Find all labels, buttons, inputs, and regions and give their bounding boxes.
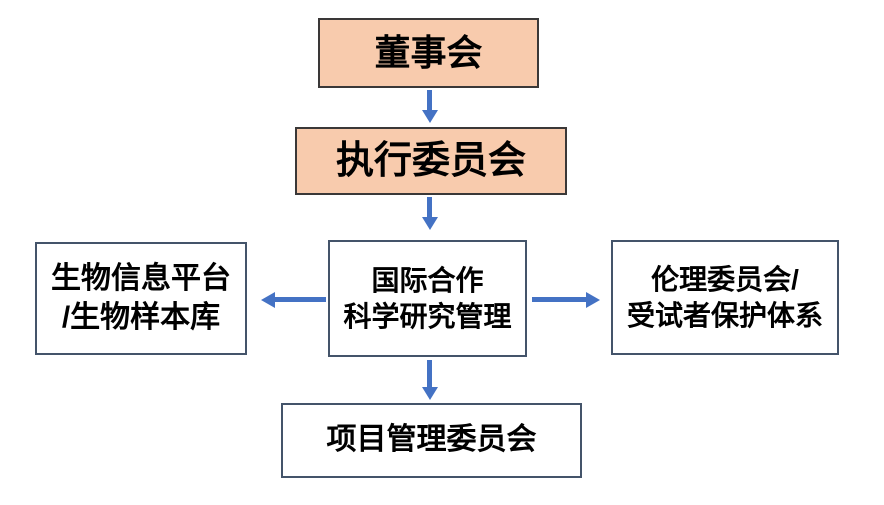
arrow-center-to-right-icon — [532, 291, 600, 308]
arrow-shaft — [427, 90, 432, 112]
arrow-shaft — [532, 297, 588, 302]
arrow-exec-to-center-icon — [421, 197, 438, 230]
arrow-head-right-icon — [586, 291, 600, 308]
node-center-label-line2: 科学研究管理 — [343, 300, 512, 332]
node-exec-label: 执行委员会 — [335, 139, 526, 182]
node-bottom-label: 项目管理委员会 — [326, 423, 537, 457]
node-project-management-committee: 项目管理委员会 — [281, 403, 582, 478]
arrow-head-down-icon — [421, 387, 438, 400]
arrow-head-down-icon — [421, 110, 438, 123]
node-left-label-line2: /生物样本库 — [61, 300, 221, 334]
node-bioinformatics-platform: 生物信息平台 /生物样本库 — [35, 242, 247, 355]
arrow-head-down-icon — [421, 217, 438, 230]
arrow-center-to-left-icon — [261, 291, 326, 308]
arrow-shaft — [427, 360, 432, 388]
arrow-board-to-exec-icon — [421, 90, 438, 123]
node-board-label: 董事会 — [374, 31, 483, 73]
arrow-shaft — [273, 297, 326, 302]
node-international-cooperation-research-management: 国际合作 科学研究管理 — [328, 240, 527, 357]
node-board-of-directors: 董事会 — [318, 18, 539, 88]
arrow-center-to-bottom-icon — [421, 360, 438, 400]
node-executive-committee: 执行委员会 — [295, 127, 567, 195]
arrow-head-left-icon — [261, 291, 275, 308]
node-right-label-line2: 受试者保护体系 — [626, 299, 823, 331]
node-left-label-line1: 生物信息平台 — [51, 262, 231, 296]
arrow-shaft — [427, 197, 432, 219]
node-ethics-committee-subject-protection: 伦理委员会/ 受试者保护体系 — [611, 240, 839, 355]
node-right-label-line1: 伦理委员会/ — [651, 263, 799, 295]
node-center-label-line1: 国际合作 — [371, 264, 484, 296]
